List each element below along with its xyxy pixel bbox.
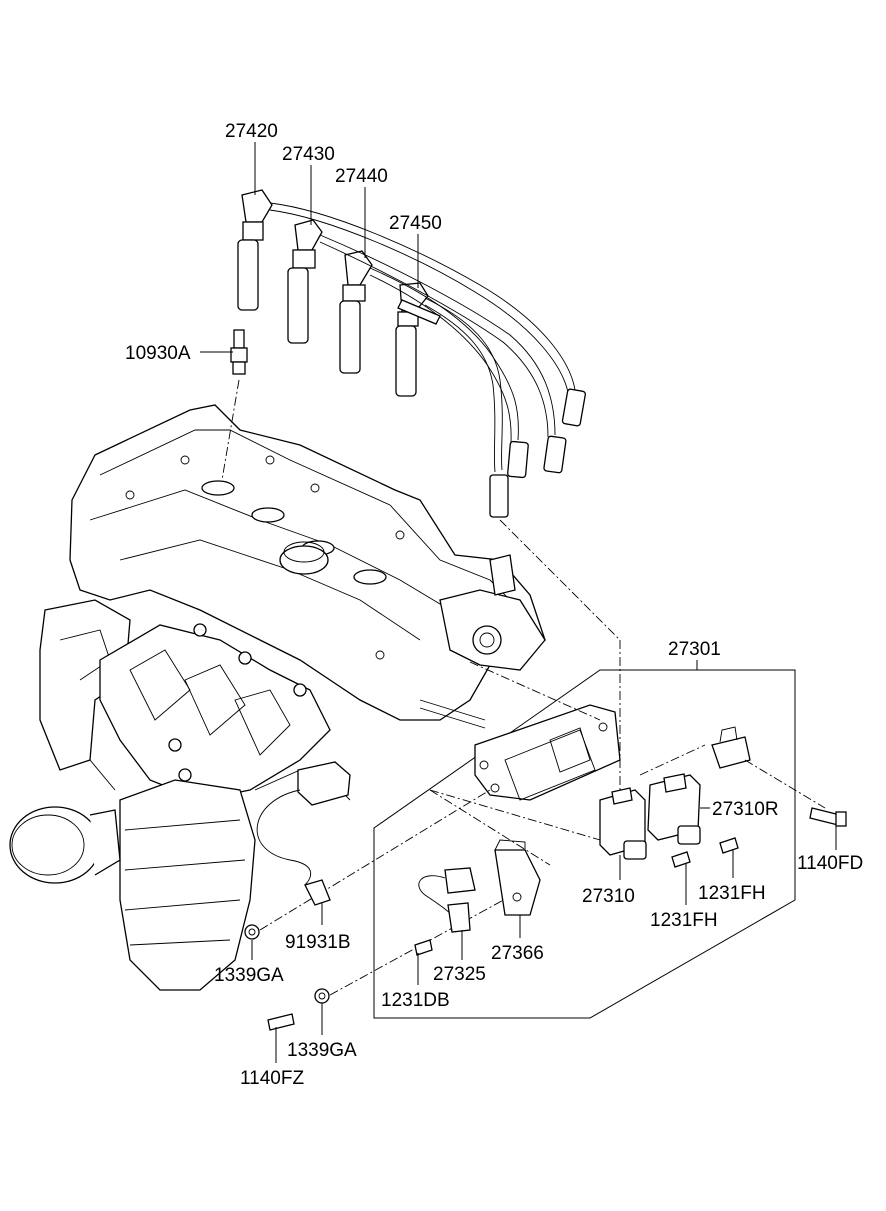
ignition-wires: [237, 189, 621, 790]
label-1339GA-left[interactable]: 1339GA: [214, 965, 284, 986]
label-1140FZ[interactable]: 1140FZ: [240, 1068, 304, 1089]
spark-plug: [221, 329, 248, 481]
label-1339GA-lower[interactable]: 1339GA: [287, 1040, 357, 1061]
label-27310[interactable]: 27310: [582, 886, 635, 907]
label-91931B[interactable]: 91931B: [285, 932, 351, 953]
part-labels: 27420 27430 27440 27450 10930A 27301 273…: [125, 121, 863, 1089]
label-27420[interactable]: 27420: [225, 121, 278, 142]
label-10930A[interactable]: 10930A: [125, 343, 191, 364]
engine-assembly: [9, 404, 546, 991]
camshaft-sensor-group: [244, 789, 551, 1031]
label-27450[interactable]: 27450: [389, 213, 442, 234]
label-1231FH-upper[interactable]: 1231FH: [698, 883, 766, 904]
label-27325[interactable]: 27325: [433, 964, 486, 985]
label-1140FD[interactable]: 1140FD: [797, 853, 863, 874]
label-1231FH-lower[interactable]: 1231FH: [650, 910, 718, 931]
coil-assembly: [259, 661, 847, 1019]
leader-lines: [200, 142, 837, 1063]
label-27440[interactable]: 27440: [335, 166, 388, 187]
label-1231DB[interactable]: 1231DB: [381, 990, 450, 1011]
label-27301[interactable]: 27301: [668, 639, 721, 660]
label-27310R[interactable]: 27310R: [712, 799, 779, 820]
label-27430[interactable]: 27430: [282, 144, 335, 165]
label-27366[interactable]: 27366: [491, 943, 544, 964]
